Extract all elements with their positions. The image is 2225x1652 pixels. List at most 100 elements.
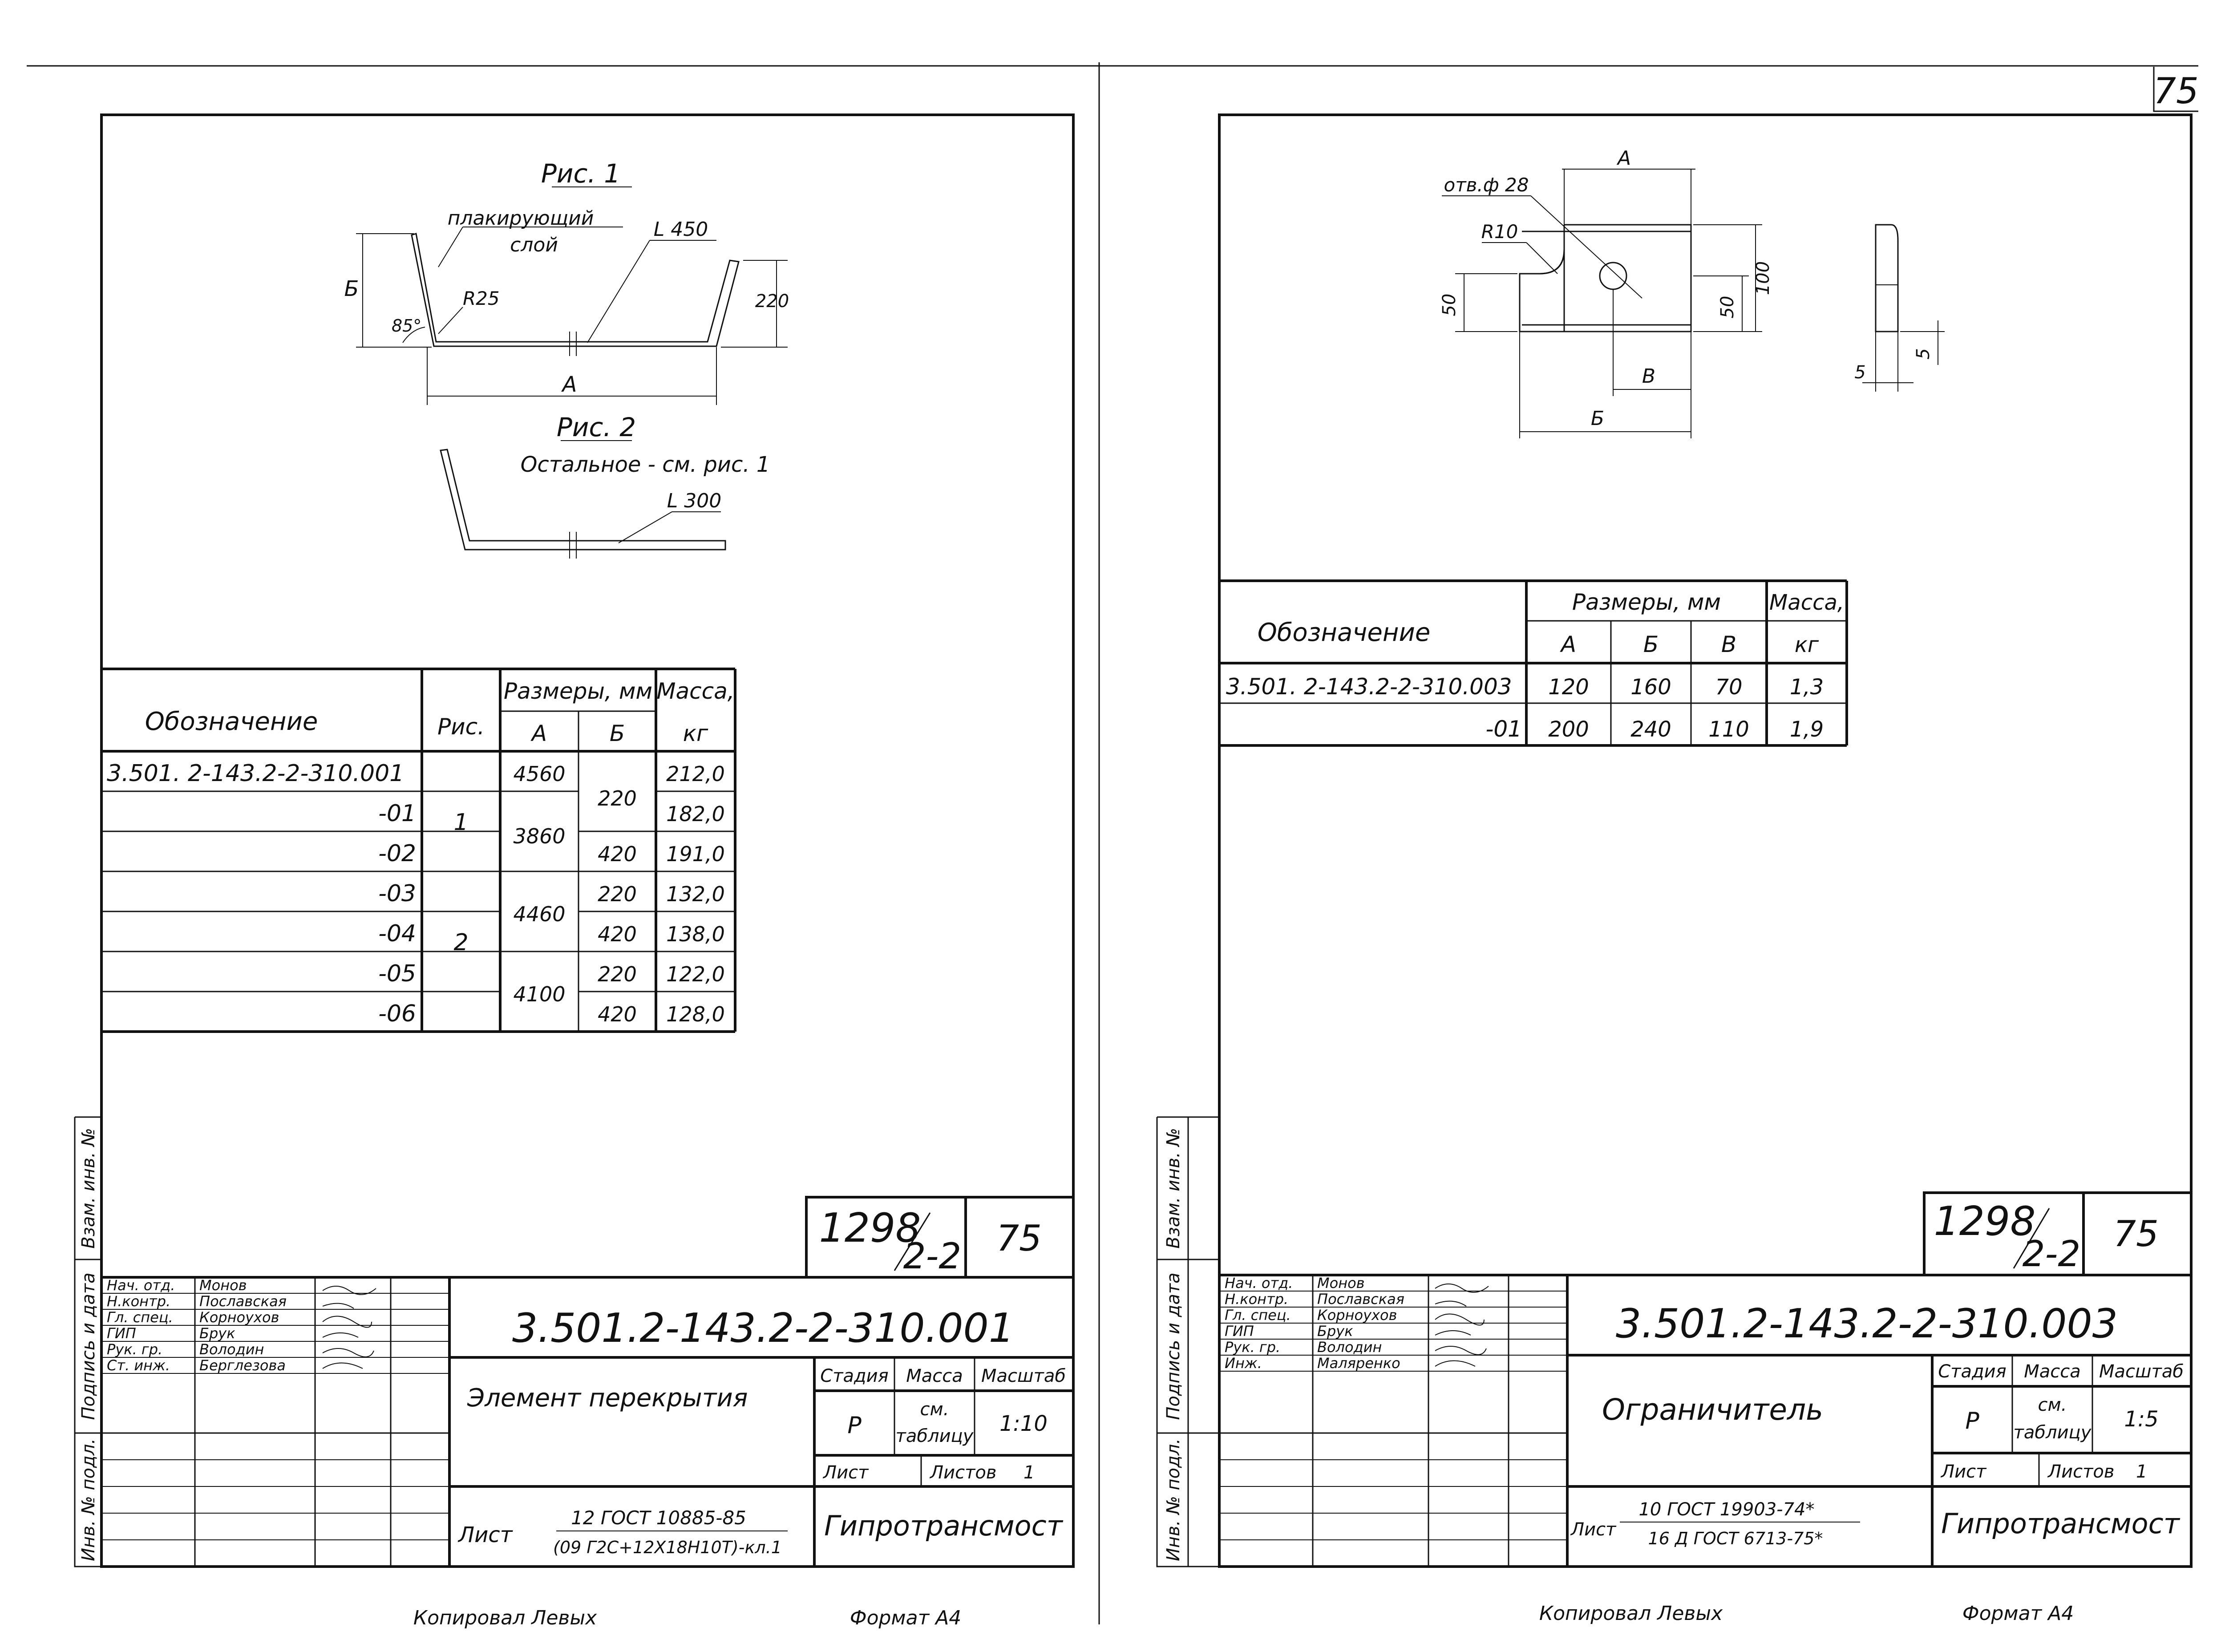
ls-role: Н.контр. xyxy=(107,1293,170,1310)
rs-footer-copied: Копировал Левых xyxy=(1539,1602,1723,1625)
fig1-angle-label: L 450 xyxy=(654,218,708,241)
right-side-strip: Взам. инв. № Подпись и дата Инв. № подл. xyxy=(1156,1116,1219,1567)
lt-mass-cell: 191,0 xyxy=(666,842,725,866)
lt-a-cell: 4460 xyxy=(513,902,565,926)
right-table: Обозначение Размеры, мм Масса, А Б В кг … xyxy=(1219,579,1848,747)
lt-row-des: -03 xyxy=(378,880,416,907)
page-number: 75 xyxy=(2153,70,2199,112)
ls-title: Элемент перекрытия xyxy=(467,1384,748,1413)
ls-sheets-value: 1 xyxy=(1024,1462,1035,1483)
lt-h-dims: Размеры, мм xyxy=(504,678,652,704)
rt-cell-m: 1,3 xyxy=(1790,675,1824,700)
lt-mass-cell: 212,0 xyxy=(666,762,725,786)
ls-material2: (09 Г2С+12Х18Н10Т)-кл.1 xyxy=(553,1538,782,1557)
rs-material-prefix: Лист xyxy=(1570,1519,1617,1540)
fig1-radius-leader xyxy=(438,307,463,334)
rd-5a-label: 5 xyxy=(1854,362,1865,383)
ls-side-label: Инв. № подл. xyxy=(78,1438,99,1561)
lt-b-cell: 220 xyxy=(598,882,637,906)
rs-series-num: 1298 xyxy=(1934,1198,2035,1245)
rt-cell-v: 70 xyxy=(1715,675,1742,700)
rs-sheet-no: 75 xyxy=(2113,1213,2159,1255)
rs-sheet-label: Лист xyxy=(1940,1462,1987,1482)
lt-a-cell: 4560 xyxy=(513,762,565,786)
ls-mass1: см. xyxy=(920,1399,949,1420)
rt-h-kg: кг xyxy=(1795,632,1819,657)
lt-mass-cell: 122,0 xyxy=(666,962,725,986)
rs-material2: 16 Д ГОСТ 6713-75* xyxy=(1648,1529,1823,1548)
rd-50a-label: 50 xyxy=(1439,294,1460,316)
ls-name: Корноухов xyxy=(199,1309,279,1326)
fig1-dim-a-label: А xyxy=(561,372,577,397)
ls-h-stage: Стадия xyxy=(820,1366,888,1386)
lt-mass-cell: 132,0 xyxy=(666,882,725,906)
rd-b-label: Б xyxy=(1591,407,1604,430)
rt-h-b: Б xyxy=(1643,632,1659,657)
ls-material1: 12 ГОСТ 10885-85 xyxy=(571,1507,746,1529)
rs-mass1: см. xyxy=(2038,1395,2067,1415)
lt-b-cell: 220 xyxy=(598,786,637,810)
fig1-title: Рис. 1 xyxy=(541,158,620,189)
ls-sheets-label: Листов xyxy=(929,1462,996,1483)
rs-role: Гл. спец. xyxy=(1225,1307,1291,1324)
lt-h-mass: Масса, xyxy=(656,678,734,704)
fig2-angle-leader xyxy=(618,511,672,543)
rs-role: Н.контр. xyxy=(1225,1291,1288,1308)
lt-h-fig: Рис. xyxy=(437,714,485,740)
rd-100-label: 100 xyxy=(1753,261,1773,295)
rd-v-label: В xyxy=(1642,365,1655,388)
ls-h-mass: Масса xyxy=(906,1366,963,1386)
ls-sheet-label: Лист xyxy=(822,1462,869,1483)
ls-role: Рук. гр. xyxy=(107,1341,162,1358)
lt-h-a: А xyxy=(530,721,547,746)
ls-signatures xyxy=(322,1286,376,1369)
left-frame xyxy=(100,113,1075,1568)
lt-b-cell: 420 xyxy=(598,1002,637,1026)
rt-cell-a: 120 xyxy=(1548,675,1589,700)
ls-footer-format: Формат А4 xyxy=(850,1607,962,1629)
rs-scale: 1:5 xyxy=(2124,1407,2158,1432)
rs-role: Инж. xyxy=(1225,1355,1262,1372)
lt-h-kg: кг xyxy=(683,721,708,746)
ls-mass2: таблицу xyxy=(896,1426,974,1446)
page-number-box xyxy=(2153,67,2198,112)
rs-name: Володин xyxy=(1317,1339,1382,1356)
rs-role: ГИП xyxy=(1225,1323,1254,1340)
ls-name: Берглезова xyxy=(199,1357,286,1374)
fig1-profile xyxy=(411,233,740,347)
fig2-profile xyxy=(440,449,726,551)
lt-b-cell: 420 xyxy=(598,842,637,866)
fig2-title: Рис. 2 xyxy=(557,412,636,442)
lt-row-des: -06 xyxy=(378,1000,416,1027)
rs-sheets-label: Листов xyxy=(2047,1462,2114,1482)
left-stamp: 1298 2-2 75 3.501.2-143.2-2-310.001 Нач.… xyxy=(101,1196,1075,1567)
lt-row-des: 3.501. 2-143.2-2-310.001 xyxy=(107,760,404,787)
left-table: Обозначение Рис. Размеры, мм Масса, А Б … xyxy=(101,668,736,1033)
rs-h-stage: Стадия xyxy=(1938,1361,2006,1382)
ls-strip-lines xyxy=(74,1116,101,1567)
ls-org: Гипротрансмост xyxy=(824,1510,1064,1542)
rs-name: Маляренко xyxy=(1317,1355,1400,1372)
lt-b-cell: 220 xyxy=(598,962,637,986)
rs-series-slash xyxy=(2013,1208,2050,1269)
ls-footer-copied: Копировал Левых xyxy=(413,1607,597,1629)
rd-r10-label: R10 xyxy=(1481,221,1518,243)
ls-role: Гл. спец. xyxy=(107,1309,173,1326)
rs-name: Пославская xyxy=(1317,1291,1404,1308)
ls-side-label: Подпись и дата xyxy=(78,1272,99,1420)
rs-side-label: Подпись и дата xyxy=(1163,1272,1184,1420)
rs-mass2: таблицу xyxy=(2014,1422,2092,1443)
ls-series-slash xyxy=(894,1212,931,1271)
lt-mass-cell: 182,0 xyxy=(666,802,725,826)
lt-mass-cell: 128,0 xyxy=(666,1002,725,1026)
rs-strip-lines xyxy=(1156,1116,1219,1567)
ls-name: Пославская xyxy=(199,1293,287,1310)
right-sheet: А отв.ф 28 R10 50 50 100 В Б xyxy=(1156,113,2193,1625)
rs-stage: Р xyxy=(1965,1408,1979,1434)
fig1-layer-leader2 xyxy=(438,227,463,267)
rd-50b-label: 50 xyxy=(1717,296,1738,319)
rs-material1: 10 ГОСТ 19903-74* xyxy=(1638,1499,1814,1520)
rt-cell-a: 200 xyxy=(1548,717,1589,742)
left-fig1: Рис. 1 Б А 220 плакирующий слой L 450 R2… xyxy=(344,158,789,405)
